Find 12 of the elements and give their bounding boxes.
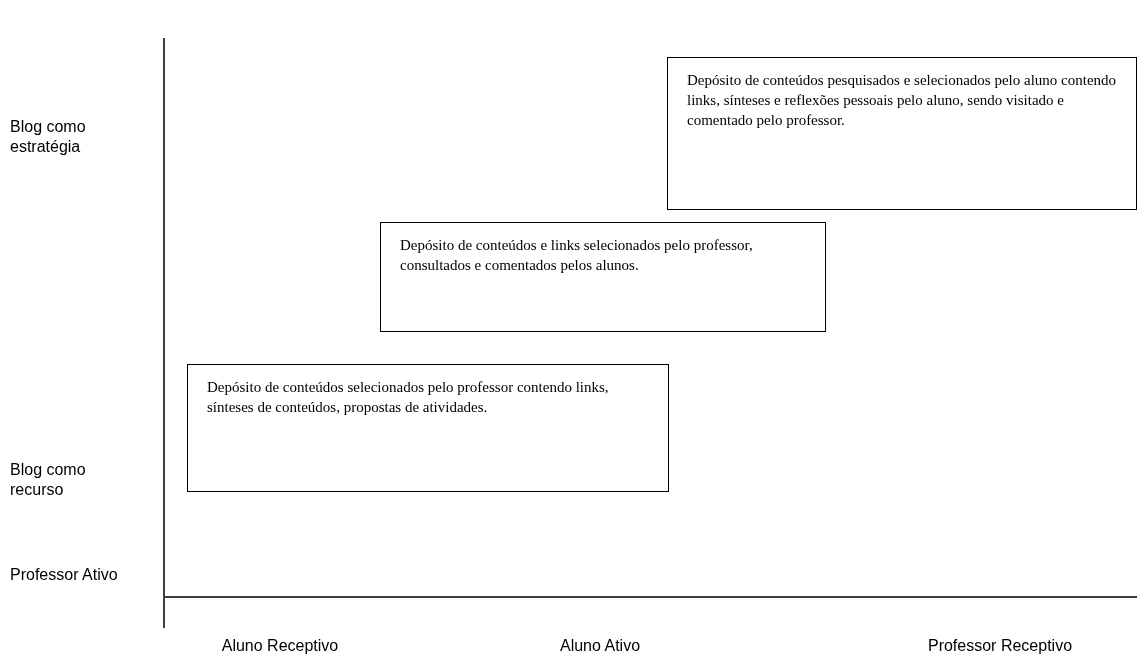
box-text: Depósito de conteúdos pesquisados e selecionados pelo aluno contendo links, sínteses e reflexões pessoais pelo aluno, sendo visitado e comentado pelo professor.: [687, 71, 1118, 130]
axis-label: Blog como estratégia: [10, 117, 87, 157]
axis-label: Aluno Ativo: [558, 636, 642, 655]
axis-label: Professor Ativo: [10, 565, 119, 585]
box-text: Depósito de conteúdos e links selecionados pelo professor, consultados e comentados pelos alunos.: [400, 236, 754, 275]
box-text: Depósito de conteúdos selecionados pelo professor contendo links, sínteses de conteúdos, propostas de atividades.: [207, 378, 610, 417]
text-box: [380, 222, 826, 332]
axis-label: Professor Receptivo: [926, 636, 1074, 655]
axis-label: Aluno Receptivo: [220, 636, 340, 655]
axis-label: Blog como recurso: [10, 460, 87, 500]
text-box: [667, 57, 1137, 210]
text-box: [187, 364, 669, 492]
